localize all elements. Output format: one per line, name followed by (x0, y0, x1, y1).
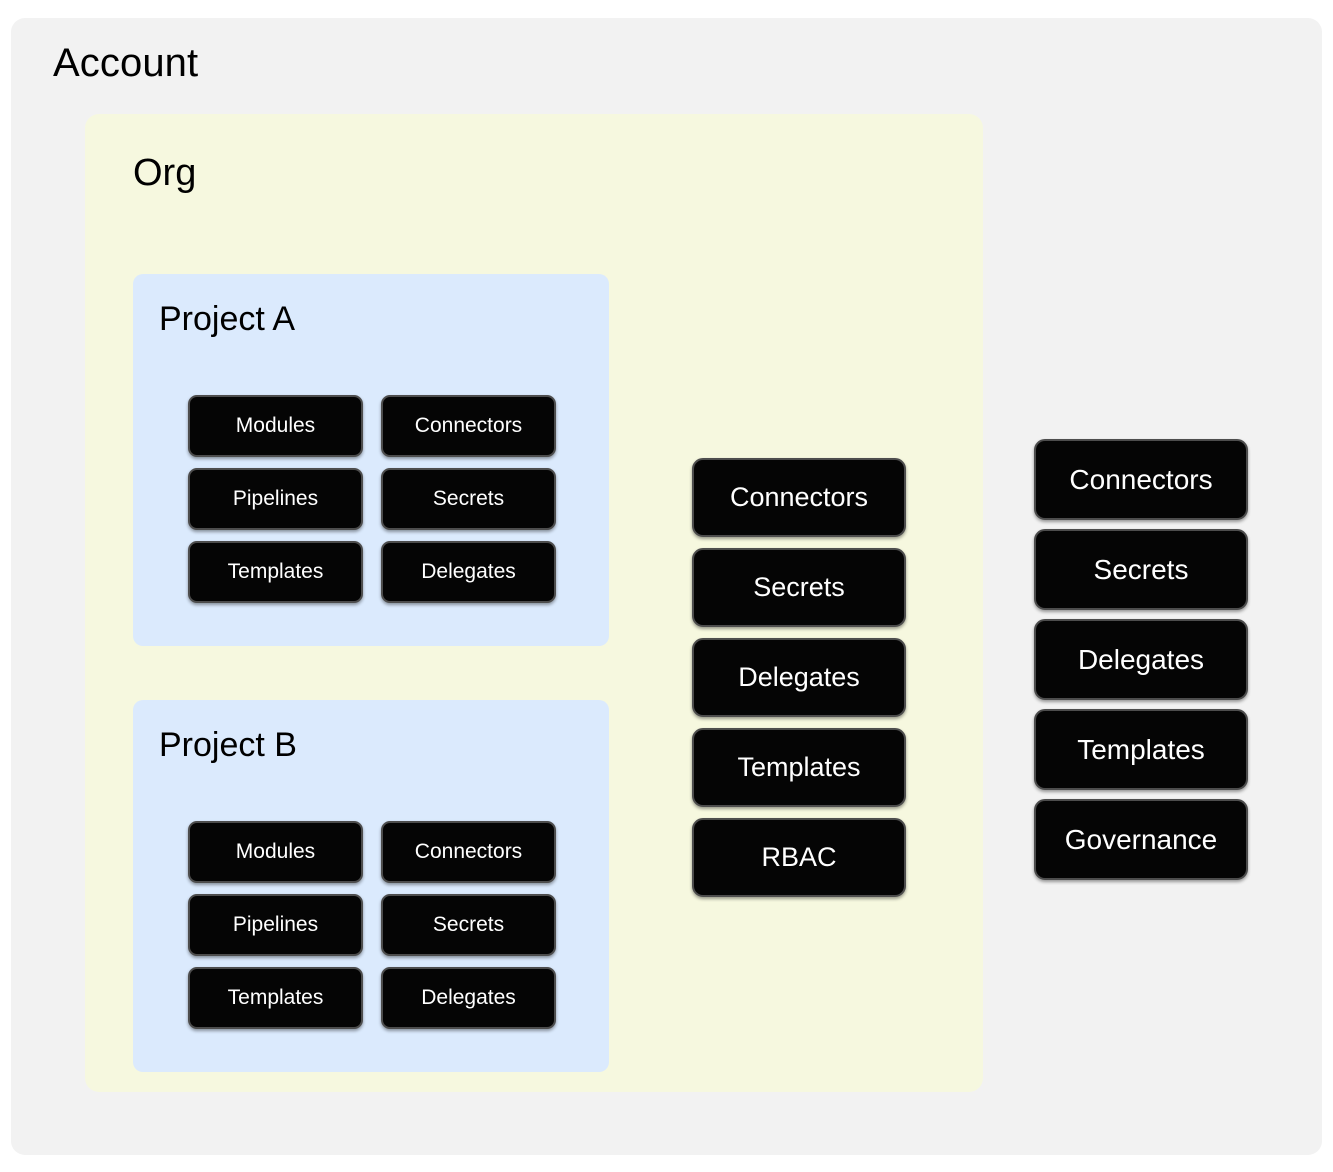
org-resource-button-secrets[interactable]: Secrets (692, 548, 906, 627)
project-resource-button-delegates[interactable]: Delegates (381, 541, 556, 603)
account-resource-button-delegates[interactable]: Delegates (1034, 619, 1248, 700)
org-resource-button-templates[interactable]: Templates (692, 728, 906, 807)
account-scope-container: Account Org Project A Modules Connectors… (11, 18, 1322, 1155)
org-resource-button-connectors[interactable]: Connectors (692, 458, 906, 537)
project-scope-container: Project B Modules Connectors Pipelines S… (133, 700, 609, 1072)
account-resource-button-secrets[interactable]: Secrets (1034, 529, 1248, 610)
account-resource-button-connectors[interactable]: Connectors (1034, 439, 1248, 520)
org-title: Org (133, 152, 197, 194)
project-resource-button-modules[interactable]: Modules (188, 821, 363, 883)
project-resource-button-connectors[interactable]: Connectors (381, 821, 556, 883)
account-resource-list: Connectors Secrets Delegates Templates G… (1034, 439, 1248, 880)
project-title: Project B (159, 726, 297, 764)
account-title: Account (53, 41, 199, 85)
project-resource-button-templates[interactable]: Templates (188, 967, 363, 1029)
org-resource-button-rbac[interactable]: RBAC (692, 818, 906, 897)
project-resource-grid: Modules Connectors Pipelines Secrets Tem… (188, 821, 556, 1029)
org-scope-container: Org Project A Modules Connectors Pipelin… (85, 114, 983, 1092)
project-resource-button-pipelines[interactable]: Pipelines (188, 468, 363, 530)
project-resource-button-secrets[interactable]: Secrets (381, 894, 556, 956)
project-resource-button-delegates[interactable]: Delegates (381, 967, 556, 1029)
project-resource-grid: Modules Connectors Pipelines Secrets Tem… (188, 395, 556, 603)
org-resource-list: Connectors Secrets Delegates Templates R… (692, 458, 906, 897)
account-resource-button-governance[interactable]: Governance (1034, 799, 1248, 880)
project-resource-button-templates[interactable]: Templates (188, 541, 363, 603)
project-resource-button-connectors[interactable]: Connectors (381, 395, 556, 457)
project-resource-button-modules[interactable]: Modules (188, 395, 363, 457)
account-resource-button-templates[interactable]: Templates (1034, 709, 1248, 790)
org-resource-button-delegates[interactable]: Delegates (692, 638, 906, 717)
project-resource-button-pipelines[interactable]: Pipelines (188, 894, 363, 956)
project-title: Project A (159, 300, 296, 338)
project-resource-button-secrets[interactable]: Secrets (381, 468, 556, 530)
project-scope-container: Project A Modules Connectors Pipelines S… (133, 274, 609, 646)
